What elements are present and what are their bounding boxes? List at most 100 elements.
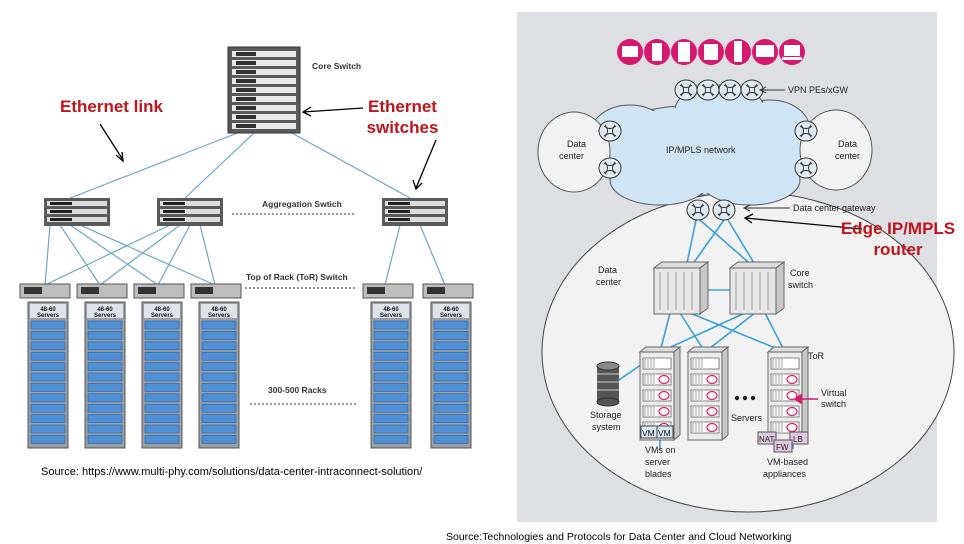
- annotation-arrows: [99, 106, 437, 191]
- aggregation-switch-label: Aggregation Swtich: [262, 199, 342, 209]
- aggregation-switch-1: [44, 198, 110, 226]
- ip-mpls-network-label: IP/MPLS network: [666, 145, 736, 155]
- rack-label-line2: Servers: [151, 313, 174, 319]
- tor-switch-6: [422, 283, 474, 299]
- dc-gateway-label: Data center gateway: [793, 203, 876, 213]
- core-switch-1-device: [652, 261, 710, 315]
- tor-switch-3: [133, 283, 185, 299]
- router-10: [712, 199, 736, 221]
- device-icon-2: [644, 39, 670, 65]
- storage-label-1: Storage: [590, 410, 622, 420]
- device-icon-4: [698, 39, 724, 65]
- left-source-caption: Source: https://www.multi-phy.com/soluti…: [41, 466, 423, 478]
- rack-label-line1: 48-60: [97, 307, 113, 313]
- vms-label-3: blades: [645, 469, 672, 479]
- vm-boxes: VM VM: [640, 425, 674, 439]
- nat-label: NAT: [759, 435, 775, 444]
- tor-switch-label: Top of Rack (ToR) Switch: [246, 272, 348, 282]
- router-1: [674, 79, 698, 101]
- vm-appliances-boxes: NAT LB FW: [757, 431, 809, 453]
- tor-switch-4: [190, 283, 242, 299]
- rack-label-line1: 48-60: [443, 307, 459, 313]
- vms-label-2: server: [645, 457, 670, 467]
- virtual-switch-label-1: Virtual: [821, 388, 846, 398]
- servers-right-label: Servers: [731, 413, 763, 423]
- rack-label-line1: 48-60: [40, 307, 56, 313]
- tor-switch-2: [76, 283, 128, 299]
- device-icon-6: [752, 39, 778, 65]
- ethernet-switches-line1: Ethernet: [368, 97, 437, 116]
- server-racks: 48-60Servers48-60Servers48-60Servers48-6…: [27, 301, 472, 449]
- vm-appliances-label-2: appliances: [763, 469, 807, 479]
- more-servers-dots: [734, 395, 756, 401]
- core-switch-label: Core Switch: [312, 61, 361, 71]
- dc-rack-2: [686, 345, 730, 442]
- dc-left-label-1: Data: [567, 139, 586, 149]
- virtual-switch-arrow: [793, 393, 818, 405]
- rack-label-line1: 48-60: [154, 307, 170, 313]
- aggregation-switch-2: [157, 198, 223, 226]
- edge-router-line1: Edge IP/MPLS: [840, 219, 956, 238]
- device-icon-5: [725, 39, 751, 65]
- device-icon-7: [779, 39, 805, 65]
- dotted-separators: [232, 213, 356, 405]
- dc-inner-label-2: center: [596, 277, 621, 287]
- rack-label-line2: Servers: [37, 313, 60, 319]
- ethernet-switches-annotation: Ethernet switches: [355, 96, 450, 138]
- left-data-center-bubble: [537, 111, 611, 193]
- tor-switch-5: [362, 283, 414, 299]
- device-icon-3: [671, 39, 697, 65]
- core-switch-2-device: [728, 261, 786, 315]
- router-8: [794, 157, 818, 179]
- racks-count-label: 300-500 Racks: [268, 385, 327, 395]
- vm-appliances-label-1: VM-based: [767, 457, 808, 467]
- rack-label-line1: 48-60: [383, 307, 399, 313]
- router-5: [598, 120, 622, 142]
- edge-router-arrow: [743, 213, 863, 230]
- edge-router-annotation: Edge IP/MPLS router: [836, 218, 960, 260]
- tor-right-label: ToR: [808, 351, 825, 361]
- vm-label-2: VM: [658, 428, 671, 438]
- core-to-aggregation-links: [69, 131, 411, 199]
- aggregation-switch-3: [382, 198, 448, 226]
- router-7: [794, 120, 818, 142]
- core-switch-right-label-2: switch: [788, 280, 813, 290]
- router-2: [696, 79, 720, 101]
- right-data-center-bubble: [799, 109, 873, 191]
- core-switch-device: [227, 46, 301, 134]
- right-source-caption: Source:Technologies and Protocols for Da…: [446, 531, 792, 543]
- rack-label-line2: Servers: [380, 313, 403, 319]
- router-9: [686, 199, 710, 221]
- dc-left-label-2: center: [559, 151, 584, 161]
- ethernet-switches-line2: switches: [366, 118, 439, 137]
- dc-rack-1: [638, 345, 682, 442]
- tor-switches: [19, 283, 474, 299]
- ethernet-link-annotation: Ethernet link: [60, 97, 163, 116]
- lb-label: LB: [793, 435, 803, 444]
- rack-label-line2: Servers: [94, 313, 117, 319]
- dc-rack-3: [766, 345, 810, 442]
- router-6: [598, 157, 622, 179]
- fw-label: FW: [776, 443, 789, 452]
- core-switch-right-label-1: Core: [790, 268, 810, 278]
- device-icon-1: [617, 39, 643, 65]
- rack-label-line2: Servers: [440, 313, 463, 319]
- router-3: [718, 79, 742, 101]
- dc-inner-label-1: Data: [598, 265, 617, 275]
- dc-right-label-1: Data: [838, 139, 857, 149]
- dc-links: [615, 219, 786, 450]
- vpn-pes-label: VPN PEs/xGW: [788, 85, 849, 95]
- vms-label-1: VMs on: [645, 445, 676, 455]
- dc-server-racks: [638, 345, 810, 442]
- rack-label-line2: Servers: [208, 313, 231, 319]
- storage-system-device: [596, 361, 620, 407]
